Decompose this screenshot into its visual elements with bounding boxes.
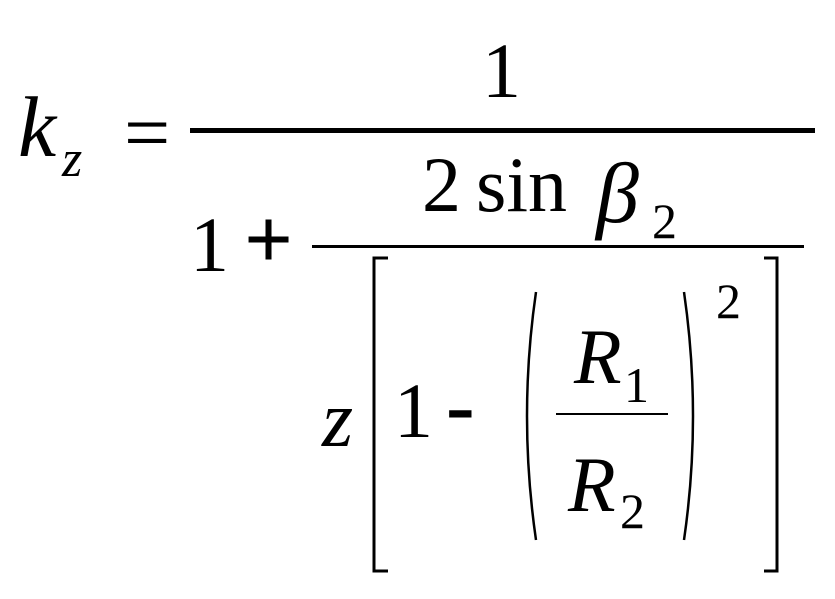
ratio-bottom-subscript: 2 <box>620 483 645 539</box>
ratio-top-R: R <box>574 313 622 400</box>
bracket-one: 1 <box>394 367 433 454</box>
equals-sign: = <box>124 87 171 178</box>
right-square-bracket <box>764 256 779 573</box>
inner-fraction-bar <box>312 245 804 248</box>
plus-sign: + <box>244 191 294 287</box>
right-parenthesis <box>682 291 695 541</box>
ratio-bottom-R: R <box>568 441 616 528</box>
coefficient-two: 2 <box>422 141 461 228</box>
lhs-symbol-k: k <box>18 79 57 175</box>
sin-function: sin <box>476 141 568 228</box>
variable-z: z <box>322 376 354 464</box>
main-fraction-bar <box>190 128 815 133</box>
beta-symbol: β <box>596 145 639 241</box>
exponent-two: 2 <box>716 273 741 329</box>
minus-sign: - <box>446 357 475 453</box>
lhs-subscript-z: z <box>62 131 83 188</box>
left-square-bracket <box>372 256 388 573</box>
ratio-top-subscript: 1 <box>624 357 649 413</box>
ratio-fraction-bar <box>556 413 668 415</box>
numerator-one: 1 <box>482 27 521 114</box>
beta-subscript: 2 <box>652 193 677 249</box>
left-parenthesis <box>525 291 538 541</box>
denominator-one: 1 <box>190 201 229 288</box>
